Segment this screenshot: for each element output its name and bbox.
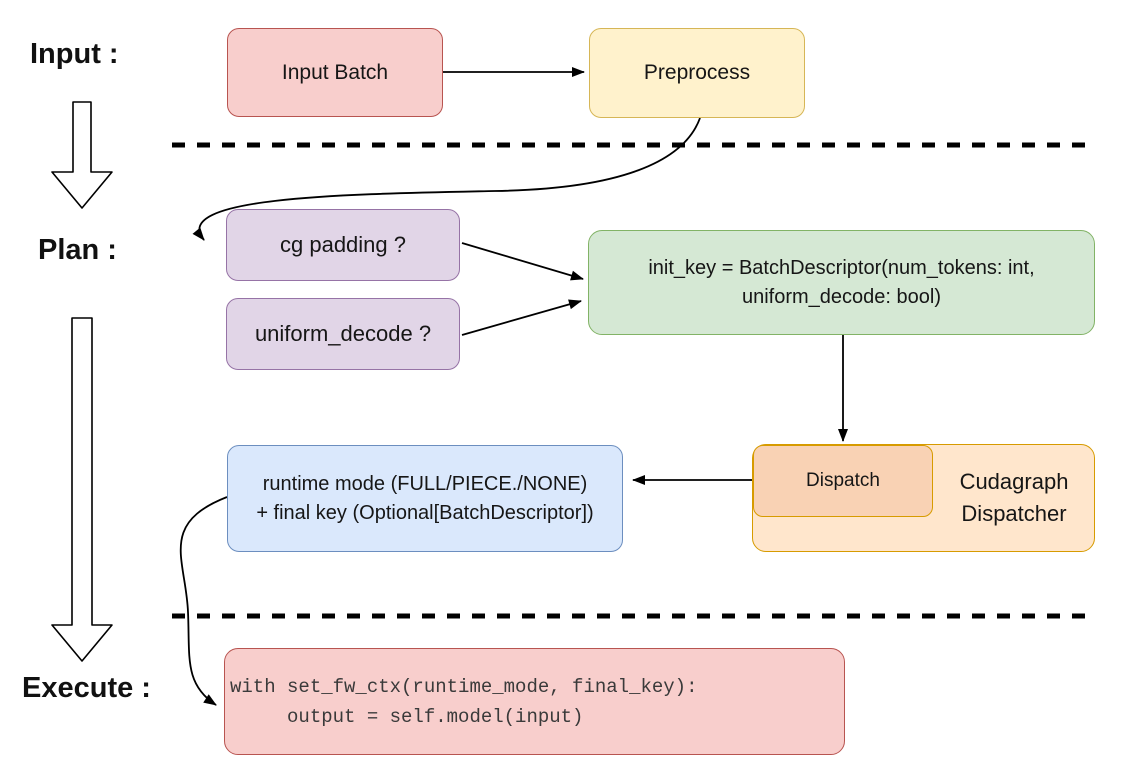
- stage-label-execute: Execute :: [22, 672, 151, 704]
- node-input-batch: Input Batch: [227, 28, 443, 117]
- edge-preprocess-to-cgpadding: [192, 117, 701, 241]
- node-runtime-mode-line1: runtime mode (FULL/PIECE./NONE): [262, 472, 588, 495]
- cudagraph-label-line2: Dispatcher: [961, 501, 1067, 526]
- edge-uniformdecode-to-initkey: [461, 299, 582, 336]
- node-preprocess: Preprocess: [589, 28, 805, 118]
- node-runtime-mode-line2: + final key (Optional[BatchDescriptor]): [256, 501, 594, 524]
- node-execute-code: with set_fw_ctx(runtime_mode, final_key)…: [224, 648, 845, 755]
- input-to-plan-arrow: [51, 101, 113, 209]
- node-uniform-decode-label: uniform_decode ?: [254, 321, 432, 346]
- cudagraph-label-line1: Cudagraph: [959, 469, 1069, 494]
- edge-cgpadding-to-initkey: [461, 242, 584, 281]
- stage-label-input: Input :: [30, 38, 119, 70]
- node-init-key: init_key = BatchDescriptor(num_tokens: i…: [588, 230, 1095, 335]
- node-dispatch: Dispatch: [753, 445, 933, 517]
- stage-label-plan: Plan :: [38, 234, 117, 266]
- node-input-batch-label: Input Batch: [281, 60, 389, 84]
- node-runtime-mode: runtime mode (FULL/PIECE./NONE) + final …: [227, 445, 623, 552]
- node-init-key-line1: init_key = BatchDescriptor(num_tokens: i…: [648, 256, 1035, 279]
- node-init-key-line2: uniform_decode: bool): [741, 285, 941, 308]
- node-uniform-decode: uniform_decode ?: [226, 298, 460, 370]
- node-cg-padding: cg padding ?: [226, 209, 460, 281]
- node-dispatch-label: Dispatch: [806, 470, 880, 491]
- node-cg-padding-label: cg padding ?: [280, 232, 406, 257]
- plan-to-execute-arrow: [51, 317, 113, 662]
- execute-code-line2: output = self.model(input): [230, 705, 584, 728]
- edge-runtimemode-to-execute: [179, 496, 228, 706]
- node-preprocess-label: Preprocess: [643, 61, 751, 84]
- node-cudagraph-dispatcher-label: Cudagraph Dispatcher: [933, 444, 1095, 552]
- execute-code-line1: with set_fw_ctx(runtime_mode, final_key)…: [230, 675, 698, 698]
